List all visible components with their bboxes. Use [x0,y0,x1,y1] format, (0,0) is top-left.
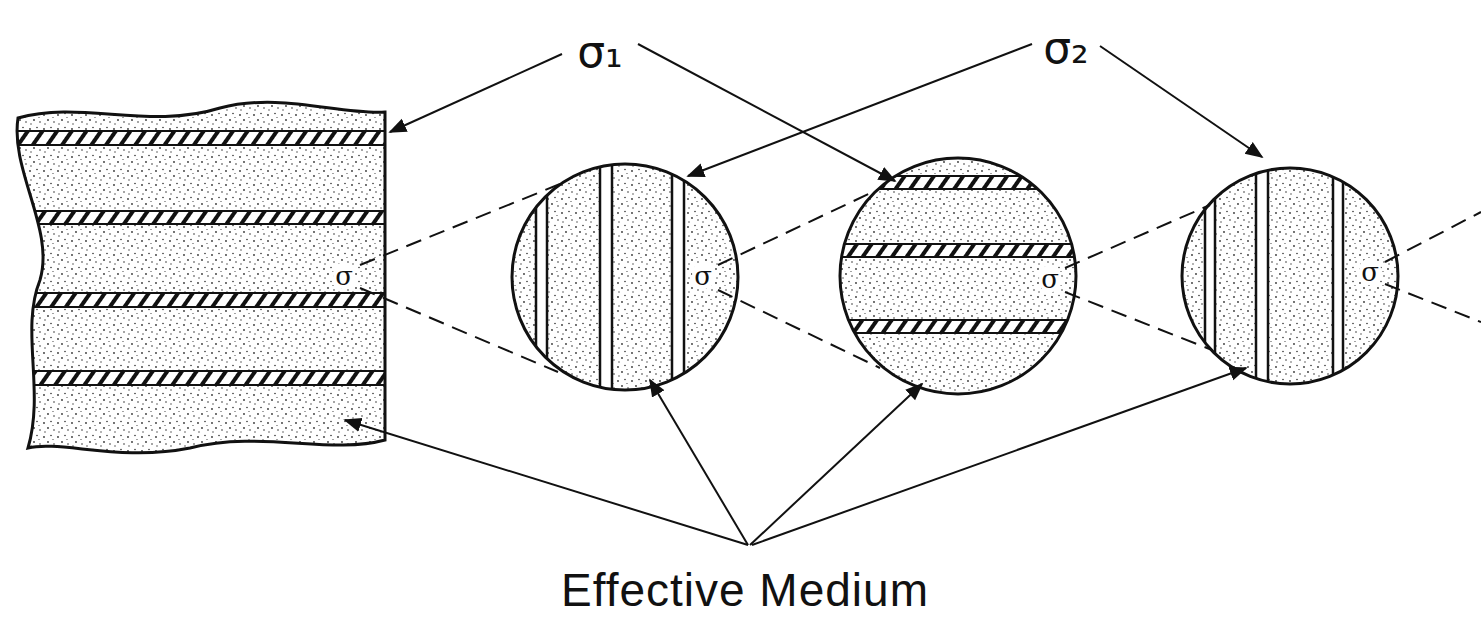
effective-medium-label: Effective Medium [561,567,929,613]
local-conductivity-mark: σ [1039,266,1061,292]
local-conductivity-mark: σ [333,263,355,289]
magnification-line [360,184,1481,372]
magnified-circle [1182,160,1398,400]
local-conductivity-mark: σ [1359,259,1381,285]
layered-slab [0,102,400,452]
local-conductivity-mark: σ [692,263,714,289]
magnified-circle [830,158,1090,394]
layer-conductivity-label: σ₁ [577,30,623,74]
layer-conductivity-label: σ₂ [1043,26,1089,70]
leader-arrow [345,44,1262,545]
